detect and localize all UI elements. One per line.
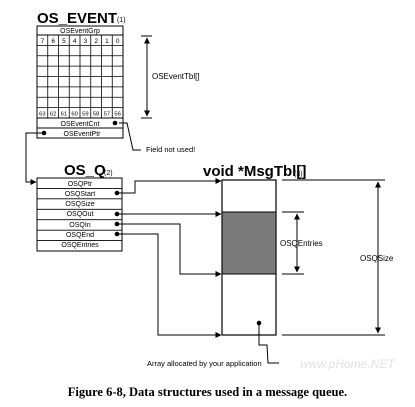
watermark: www.pHome.NET	[300, 357, 396, 371]
os-q-field-osqstart: OSQStart	[65, 191, 95, 198]
tbl-bit-label: 61	[61, 112, 67, 118]
msgtbl-array	[221, 179, 277, 336]
os-q-field-osqsize: OSQSize	[65, 201, 94, 208]
os-event-cnt-dot	[112, 120, 118, 126]
grp-bit-label: 4	[73, 38, 77, 45]
grp-bit-label: 5	[62, 38, 66, 45]
os-q-note: (2)	[104, 170, 113, 177]
msgtbl-end-dot	[256, 320, 262, 326]
osqentries-label: OSQEntries	[280, 239, 323, 248]
grp-bit-label: 7	[41, 38, 45, 45]
os-event-grp-label: OSEventGrp	[60, 28, 100, 35]
grp-bit-label: 2	[94, 38, 98, 45]
osqsize-label: OSQSize	[360, 254, 394, 263]
field-not-used-pointer	[119, 122, 141, 151]
grp-bit-label: 3	[84, 38, 88, 45]
osqentries-dimension	[282, 211, 304, 275]
alloc-pointer	[258, 325, 279, 364]
osqstart-pointer	[117, 178, 222, 194]
tbl-bit-label: 56	[114, 112, 120, 118]
os-event-tbl-dimension	[141, 35, 152, 119]
os-event-tbl-last-row: 63 62 61 60 59 58 57 56	[39, 112, 121, 118]
os-event-note: (1)	[117, 17, 126, 24]
os-q-field-osqin: OSQIn	[69, 222, 91, 229]
os-q-field-osqentries: OSQEntries	[61, 242, 99, 249]
tbl-bit-label: 62	[50, 112, 56, 118]
os-event-tbl-label: OSEventTbl[]	[152, 72, 200, 81]
osqsize-dimension	[282, 179, 385, 336]
msgtbl-entries-fill	[221, 211, 277, 275]
figure-caption: Figure 6-8, Data structures used in a me…	[67, 385, 348, 399]
osqend-pointer	[117, 233, 222, 338]
osqin-pointer	[117, 223, 222, 277]
os-q-field-osqptr: OSQPtr	[68, 181, 93, 188]
os-event-ptr-field: OSEventPtr	[64, 131, 102, 138]
event-ptr-arrow	[25, 132, 44, 185]
grp-bit-label: 6	[51, 38, 55, 45]
tbl-bit-label: 58	[93, 112, 99, 118]
tbl-bit-label: 63	[39, 112, 45, 118]
os-q-field-osqout: OSQOut	[67, 211, 94, 218]
os-q-field-osqend: OSQEnd	[66, 232, 94, 239]
os-q-title: OS_Q	[64, 162, 106, 179]
grp-bit-label: 0	[116, 38, 120, 45]
msgtbl-title: void *MsgTbl[]	[203, 163, 306, 180]
os-event-cnt-field: OSEventCnt	[61, 121, 100, 128]
grp-bit-label: 1	[105, 38, 109, 45]
field-not-used-note: Field not used!	[146, 145, 195, 154]
os-event-title: OS_EVENT	[37, 10, 117, 27]
alloc-label: Array allocated by your application	[147, 359, 262, 368]
os-q-box: OSQPtr OSQStart OSQSize OSQOut OSQIn OSQ…	[36, 177, 123, 252]
tbl-bit-label: 60	[71, 112, 77, 118]
os-event-tbl-grid	[37, 35, 123, 118]
msgtbl-note: (3)	[294, 171, 303, 178]
tbl-bit-label: 57	[104, 112, 110, 118]
tbl-bit-label: 59	[82, 112, 88, 118]
